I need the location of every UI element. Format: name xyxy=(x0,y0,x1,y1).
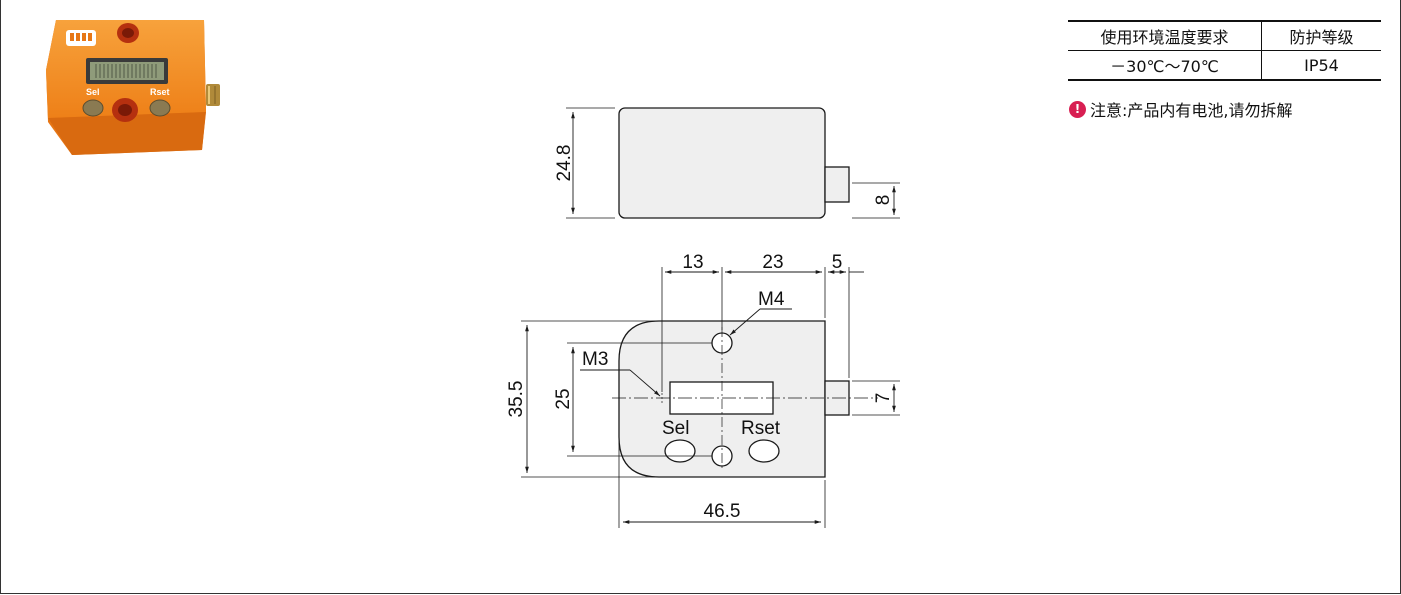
label-m4: M4 xyxy=(758,289,785,310)
label-rset: Rset xyxy=(741,418,781,439)
note-text: 注意:产品内有电池,请勿拆解 xyxy=(1090,101,1293,120)
dim-front-shaft: 7 xyxy=(873,393,894,404)
cell-temperature: －30℃～70℃ xyxy=(1068,50,1262,80)
dim-width-a: 13 xyxy=(682,252,703,273)
product-photo: Sel Rset xyxy=(46,20,220,155)
dim-hole-spacing: 25 xyxy=(553,388,574,409)
brand-logo-icon xyxy=(66,30,96,46)
dim-side-height: 24.8 xyxy=(554,145,575,182)
side-shaft xyxy=(824,166,850,203)
rset-button-outline xyxy=(748,439,780,463)
cell-protection: IP54 xyxy=(1304,55,1339,75)
photo-rset-button xyxy=(149,99,171,117)
dim-total-height: 35.5 xyxy=(506,381,527,418)
sel-button-outline xyxy=(664,439,696,463)
side-view: 24.8 8 xyxy=(554,107,900,219)
label-m3: M3 xyxy=(582,349,608,370)
battery-warning-note: ! 注意:产品内有电池,请勿拆解 xyxy=(1069,97,1292,121)
exclamation-pin-icon: ! xyxy=(1069,100,1086,118)
spec-table: 使用环境温度要求 防护等级 －30℃～70℃ IP54 xyxy=(1068,20,1381,81)
label-sel: Sel xyxy=(662,418,689,439)
header-temperature: 使用环境温度要求 xyxy=(1068,21,1262,51)
header-protection: 防护等级 xyxy=(1261,21,1381,51)
photo-rset-label: Rset xyxy=(150,87,170,97)
dim-width-b: 23 xyxy=(762,252,783,273)
photo-sel-button xyxy=(82,99,104,117)
dim-side-shaft: 8 xyxy=(873,195,894,206)
dim-width-c: 5 xyxy=(832,252,843,273)
dim-total-width: 46.5 xyxy=(704,501,741,522)
spec-table-header: 使用环境温度要求 防护等级 xyxy=(1068,21,1381,51)
lcd-segments xyxy=(95,64,157,78)
side-body xyxy=(618,107,826,219)
table-row: －30℃～70℃ IP54 xyxy=(1068,50,1381,80)
photo-sel-label: Sel xyxy=(86,87,100,97)
front-view: Sel Rset 13 23 5 M4 M3 35.5 xyxy=(506,252,900,528)
